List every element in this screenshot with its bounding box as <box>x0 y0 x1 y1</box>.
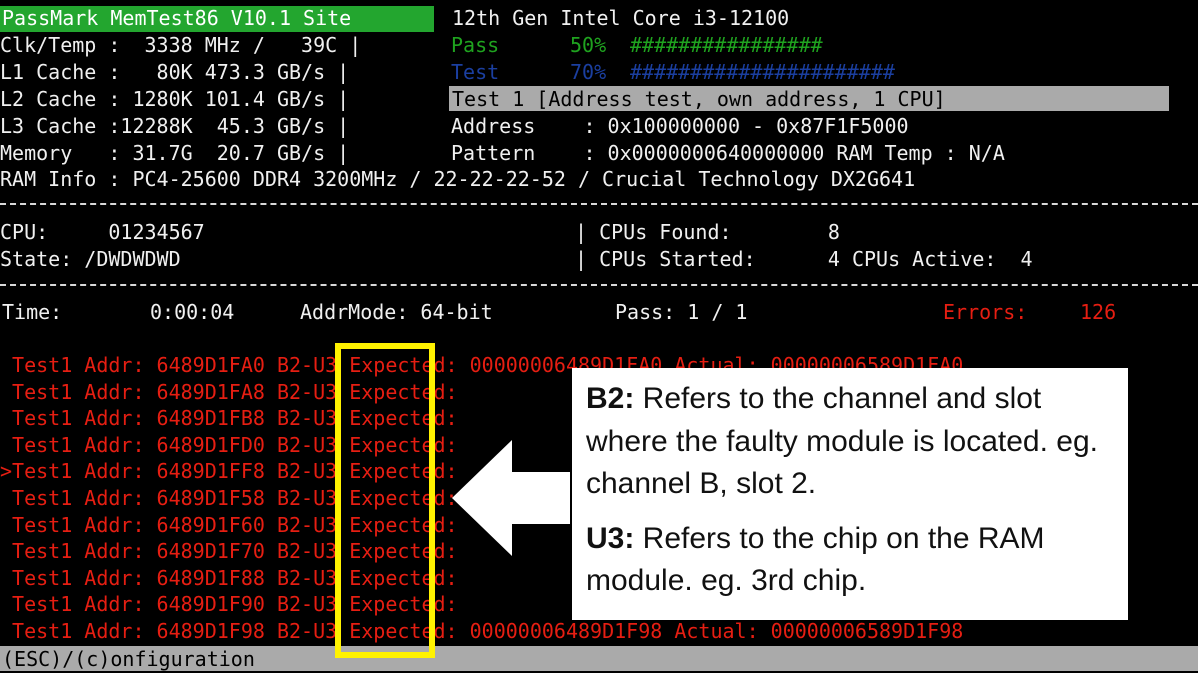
error-row: Test1 Addr: 6489D1F88 B2-U3 Expected: D1… <box>0 565 843 592</box>
b2-explanation: B2: Refers to the channel and slot where… <box>586 378 1114 506</box>
test-progress-bar: ###################### <box>630 60 895 84</box>
error-module-code: B2-U3 <box>276 539 338 564</box>
u3-text: Refers to the chip on the RAM module. eg… <box>586 521 1045 598</box>
spec-l2-cache: L2 Cache : 1280K 101.4 GB/s | <box>0 87 350 111</box>
error-module-code: B2-U3 <box>276 512 338 537</box>
b2-term: B2: <box>586 382 635 415</box>
error-address: Test1 Addr: 6489D1F58 <box>0 486 277 510</box>
spec-l1-cache: L1 Cache : 80K 473.3 GB/s | <box>0 60 350 84</box>
pass-percent: 50% <box>570 33 607 57</box>
cpu-model: 12th Gen Intel Core i3-12100 <box>452 6 790 30</box>
error-row: Test1 Addr: 6489D1F70 B2-U3 Expected: D1… <box>0 538 843 565</box>
pass-count: Pass: 1 / 1 <box>615 300 748 324</box>
current-test: Test 1 [Address test, own address, 1 CPU… <box>452 87 946 111</box>
cpus-started: | CPUs Started: 4 CPUs Active: 4 <box>575 247 1033 271</box>
footer-hint: (ESC)/(c)onfiguration <box>0 646 1172 671</box>
app-title: PassMark MemTest86 V10.1 Site <box>2 6 352 30</box>
error-module-code: B2-U3 <box>276 592 338 617</box>
test-label: Test <box>451 60 500 84</box>
address-range: Address : 0x100000000 - 0x87F1F5000 <box>451 114 909 138</box>
error-address: Test1 Addr: 6489D1F90 <box>0 592 277 617</box>
separator <box>0 284 1198 286</box>
errors-count: 126 <box>1080 300 1117 324</box>
error-address: Test1 Addr: 6489D1FA0 <box>0 353 277 377</box>
error-address: Test1 Addr: 6489D1F60 <box>0 512 277 537</box>
cpu-list: CPU: 01234567 <box>0 220 205 244</box>
current-test-highlight <box>449 86 1169 111</box>
error-module-code: B2-U3 <box>276 379 338 404</box>
spec-clk-temp: Clk/Temp : 3338 MHz / 39C | <box>0 33 362 57</box>
pass-progress-bar: ################ <box>630 33 823 57</box>
spec-l3-cache: L3 Cache :12288K 45.3 GB/s | <box>0 114 350 138</box>
error-module-code: B2-U3 <box>276 406 338 431</box>
pattern-line: Pattern : 0x0000000640000000 RAM Temp : … <box>451 141 1005 165</box>
time-label: Time: <box>2 300 63 324</box>
error-detail: Expected: 00000006489D1F98 Actual: 00000… <box>337 619 964 643</box>
addr-mode: AddrMode: 64-bit <box>300 300 493 324</box>
b2-text: Refers to the channel and slot where the… <box>586 382 1098 501</box>
error-module-code: B2-U3 <box>276 432 338 457</box>
cpus-found: | CPUs Found: 8 <box>575 220 840 244</box>
explanation-callout: B2: Refers to the channel and slot where… <box>572 368 1128 620</box>
error-row: Test1 Addr: 6489D1F98 B2-U3 Expected: 00… <box>0 618 963 645</box>
footer-bar <box>1170 646 1198 671</box>
error-module-code: B2-U3 <box>276 459 338 484</box>
error-module-code: B2-U3 <box>276 619 338 643</box>
b2-u3-highlight-box <box>335 343 435 658</box>
error-module-code: B2-U3 <box>276 565 338 590</box>
ram-info: RAM Info : PC4-25600 DDR4 3200MHz / 22-2… <box>0 167 916 191</box>
error-address: >Test1 Addr: 6489D1FF8 <box>0 459 277 484</box>
error-address: Test1 Addr: 6489D1F88 <box>0 565 277 590</box>
title-bar <box>0 6 434 32</box>
error-address: Test1 Addr: 6489D1F98 <box>0 619 277 643</box>
spec-memory: Memory : 31.7G 20.7 GB/s | <box>0 141 350 165</box>
error-address: Test1 Addr: 6489D1FB8 <box>0 406 277 431</box>
error-address: Test1 Addr: 6489D1F70 <box>0 539 277 564</box>
time-value: 0:00:04 <box>150 300 235 324</box>
u3-explanation: U3: Refers to the chip on the RAM module… <box>586 518 1114 603</box>
u3-term: U3: <box>586 521 635 555</box>
error-address: Test1 Addr: 6489D1FD0 <box>0 432 277 457</box>
arrow-left-icon <box>452 440 570 556</box>
pass-label: Pass <box>451 33 500 57</box>
separator <box>0 203 1198 205</box>
cpu-state: State: /DWDWDWD <box>0 247 181 271</box>
error-address: Test1 Addr: 6489D1FA8 <box>0 379 277 404</box>
error-module-code: B2-U3 <box>276 353 338 377</box>
test-percent: 70% <box>570 60 607 84</box>
errors-label: Errors: <box>943 300 1028 324</box>
error-module-code: B2-U3 <box>276 486 338 510</box>
